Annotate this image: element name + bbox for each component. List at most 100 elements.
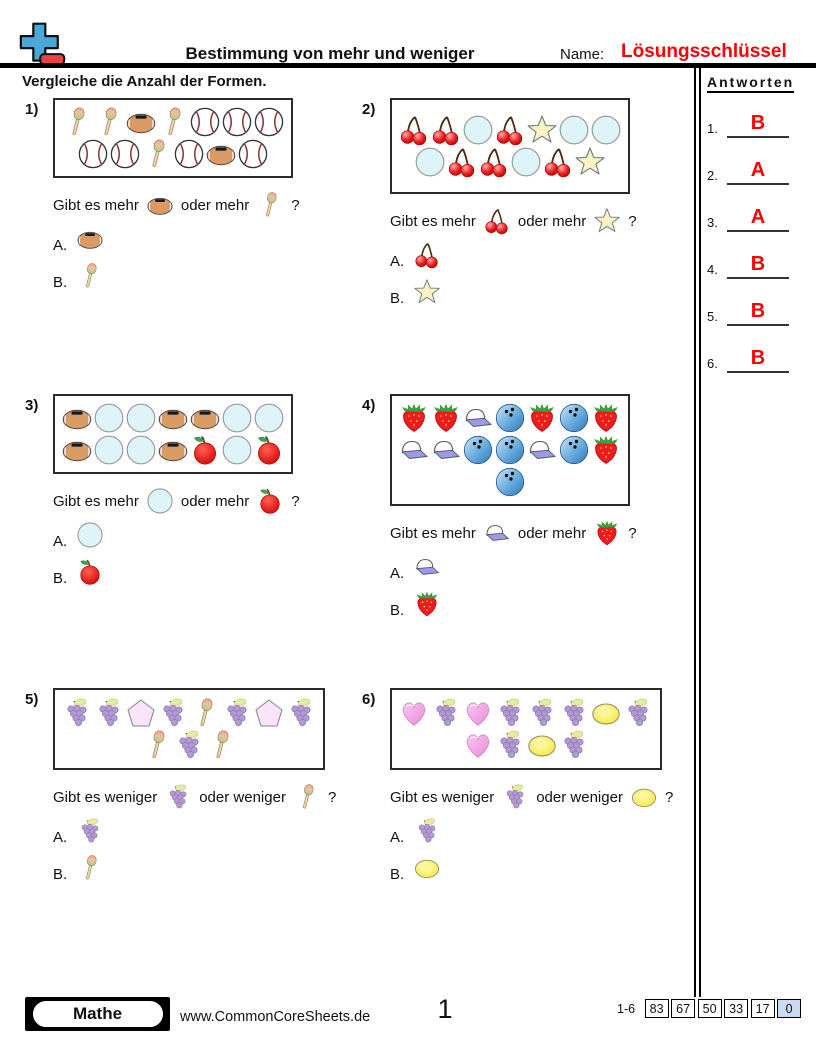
apple-icon xyxy=(189,434,221,466)
cap-icon xyxy=(462,402,494,434)
problem-number: 6) xyxy=(362,691,376,708)
answer-number: 5. xyxy=(707,309,718,324)
lemon-icon xyxy=(630,783,658,811)
star-icon xyxy=(574,146,606,178)
score-cell: 67 xyxy=(671,999,696,1018)
shapes-box xyxy=(390,98,630,194)
circle-icon xyxy=(93,434,125,466)
answer-item: 3. A xyxy=(707,206,813,232)
option-a-label: A. xyxy=(53,533,68,550)
problem-6: 6) Gibt es weniger oder weniger ? A. B. xyxy=(362,688,694,885)
circle-icon xyxy=(93,402,125,434)
football-icon xyxy=(61,434,93,466)
strawberry-icon xyxy=(526,402,558,434)
strawberry-icon xyxy=(413,590,441,618)
grapes-icon xyxy=(413,817,441,845)
football-icon xyxy=(61,402,93,434)
strawberry-icon xyxy=(430,402,462,434)
shapes-box xyxy=(53,688,325,770)
cherries-icon xyxy=(542,146,574,178)
instruction-text: Vergleiche die Anzahl der Formen. xyxy=(22,73,267,90)
option-a-label: A. xyxy=(53,237,68,254)
spoon-icon xyxy=(141,729,173,761)
option-b-label: B. xyxy=(390,290,405,307)
heart-icon xyxy=(462,729,494,761)
spoon-icon xyxy=(205,729,237,761)
cherries-icon xyxy=(446,146,478,178)
lemon-icon xyxy=(413,854,441,882)
bowling-icon xyxy=(558,434,590,466)
spoon-icon xyxy=(93,106,125,138)
question-mark: ? xyxy=(291,492,300,510)
bowling-icon xyxy=(494,466,526,498)
circle-icon xyxy=(221,434,253,466)
grapes-icon xyxy=(93,697,125,729)
option-a: A. xyxy=(53,817,357,848)
cherries-icon xyxy=(478,146,510,178)
problem-number: 5) xyxy=(25,691,39,708)
option-b: B. xyxy=(390,590,694,621)
answer-value: B xyxy=(727,254,789,279)
spoon-icon xyxy=(141,138,173,170)
answers-panel: Antworten 1. B 2. A 3. A 4. B 5. B xyxy=(707,74,813,394)
cap-icon xyxy=(398,434,430,466)
grapes-icon xyxy=(157,697,189,729)
question-prefix: Gibt es weniger xyxy=(390,788,495,806)
answer-value: A xyxy=(727,207,789,232)
question-text: Gibt es weniger oder weniger ? xyxy=(390,783,694,811)
circle-icon xyxy=(125,434,157,466)
circle-icon xyxy=(76,521,104,549)
circle-icon xyxy=(253,402,285,434)
question-prefix: Gibt es mehr xyxy=(53,492,139,510)
answer-value: B xyxy=(727,348,789,373)
page-number: 1 xyxy=(437,994,453,1024)
grapes-icon xyxy=(494,697,526,729)
answer-number: 6. xyxy=(707,356,718,371)
cap-icon xyxy=(413,553,441,581)
football-icon xyxy=(76,225,104,253)
problem-3: 3) Gibt es mehr oder mehr ? A. B. xyxy=(25,394,357,589)
option-b-label: B. xyxy=(390,866,405,883)
answer-item: 4. B xyxy=(707,253,813,279)
circle-icon xyxy=(590,114,622,146)
baseball-icon xyxy=(77,138,109,170)
bowling-icon xyxy=(462,434,494,466)
football-icon xyxy=(157,402,189,434)
option-b: B. xyxy=(53,262,357,293)
question-prefix: Gibt es mehr xyxy=(390,212,476,230)
strawberry-icon xyxy=(590,434,622,466)
score-cell: 17 xyxy=(750,999,775,1018)
answer-item: 2. A xyxy=(707,159,813,185)
pentagon-icon xyxy=(253,697,285,729)
option-b-label: B. xyxy=(53,274,68,291)
option-a-label: A. xyxy=(53,829,68,846)
question-middle: oder mehr xyxy=(517,524,587,542)
shapes-box xyxy=(390,688,662,770)
answer-number: 2. xyxy=(707,168,718,183)
answers-list: 1. B 2. A 3. A 4. B 5. B 6. B xyxy=(707,112,813,373)
bowling-icon xyxy=(494,434,526,466)
spoon-icon xyxy=(189,697,221,729)
question-mark: ? xyxy=(327,788,337,806)
football-icon xyxy=(189,402,221,434)
answer-value: A xyxy=(727,160,789,185)
question-prefix: Gibt es weniger xyxy=(53,788,158,806)
name-label: Name: xyxy=(560,46,605,63)
circle-icon xyxy=(462,114,494,146)
question-mark: ? xyxy=(664,788,674,806)
question-middle: oder mehr xyxy=(180,492,250,510)
circle-icon xyxy=(510,146,542,178)
grapes-icon xyxy=(61,697,93,729)
problem-2: 2) Gibt es mehr oder mehr ? A. B. xyxy=(362,98,694,309)
question-middle: oder weniger xyxy=(536,788,623,806)
cherries-icon xyxy=(430,114,462,146)
bowling-icon xyxy=(494,402,526,434)
grapes-icon xyxy=(558,697,590,729)
question-text: Gibt es weniger oder weniger ? xyxy=(53,783,357,811)
problem-4: 4) Gibt es mehr oder mehr ? A. B. xyxy=(362,394,694,621)
option-b-label: B. xyxy=(53,570,68,587)
problem-number: 3) xyxy=(25,397,39,414)
strawberry-icon xyxy=(398,402,430,434)
baseball-icon xyxy=(189,106,221,138)
